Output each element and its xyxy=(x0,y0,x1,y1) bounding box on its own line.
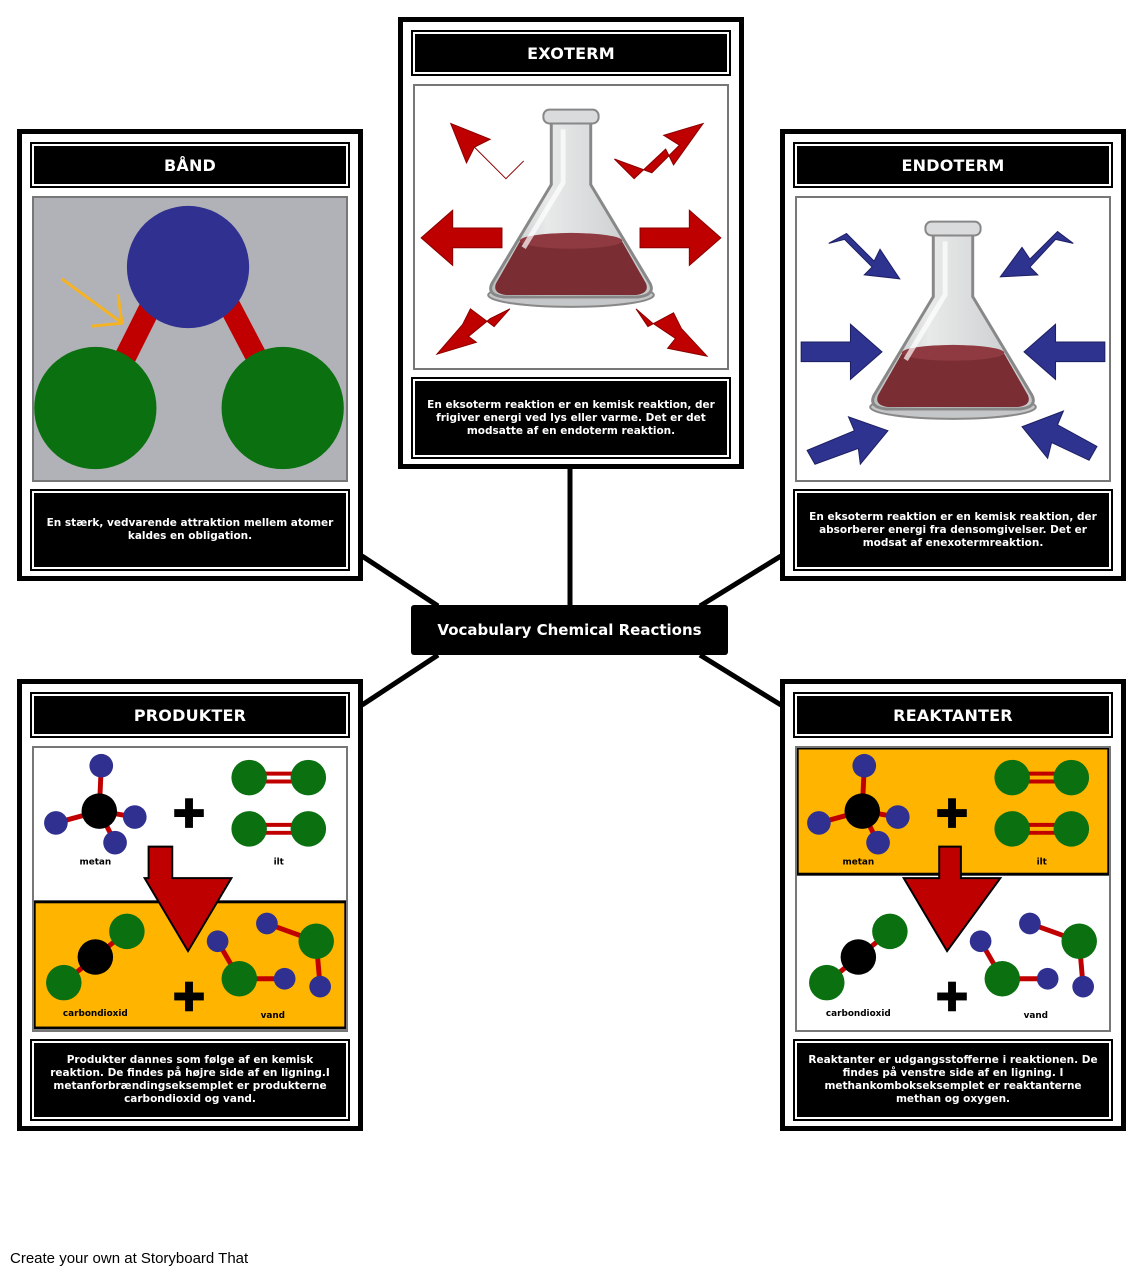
oxygen-molecules xyxy=(994,759,1090,847)
label-oxygen: ilt xyxy=(274,857,285,867)
arrow-in-down-right xyxy=(1021,410,1098,461)
arrow-up-left xyxy=(449,122,525,180)
card-band-description: En stærk, vedvarende attraktion mellem a… xyxy=(30,489,350,571)
card-endoterm: ENDOTERM xyxy=(780,129,1126,581)
arrow-in-up-right xyxy=(999,230,1074,278)
card-reaktanter: REAKTANTER metan xyxy=(780,679,1126,1131)
center-title-box: Vocabulary Chemical Reactions xyxy=(411,605,728,655)
connector-endoterm xyxy=(698,553,783,609)
card-exoterm-title: EXOTERM xyxy=(411,30,731,76)
green-atom-left xyxy=(34,346,157,470)
label-methane: metan xyxy=(842,857,874,867)
arrow-in-right xyxy=(1023,323,1106,381)
methane-molecule xyxy=(807,753,910,855)
label-oxygen: ilt xyxy=(1037,857,1048,867)
water-molecules xyxy=(969,912,1097,998)
card-produkter-description: Produkter dannes som følge af en kemisk … xyxy=(30,1039,350,1121)
card-reaktanter-title: REAKTANTER xyxy=(793,692,1113,738)
card-band-image xyxy=(32,196,348,482)
card-exoterm: EXOTERM xyxy=(398,17,744,469)
connector-reaktanter xyxy=(698,652,783,708)
card-reaktanter-image: metan ilt carbondioxid xyxy=(795,746,1111,1032)
reaction-arrow-icon xyxy=(901,845,1003,953)
plus-icon xyxy=(937,981,967,1012)
co2-molecule xyxy=(809,913,908,1001)
co2-molecule xyxy=(46,913,145,1001)
arrow-down-right xyxy=(635,308,709,357)
card-produkter-image: metan ilt xyxy=(32,746,348,1032)
label-co2: carbondioxid xyxy=(63,1009,128,1019)
methane-molecule xyxy=(44,753,147,855)
label-co2: carbondioxid xyxy=(826,1009,891,1019)
bond-illustration xyxy=(34,205,344,470)
reaction-arrow-icon xyxy=(142,845,234,954)
card-produkter: PRODUKTER metan xyxy=(17,679,363,1131)
flask-icon xyxy=(487,108,655,308)
water-molecules xyxy=(206,912,334,998)
plus-icon xyxy=(937,798,967,828)
card-produkter-title: PRODUKTER xyxy=(30,692,350,738)
methane-combustion-products: metan ilt xyxy=(34,753,346,1030)
card-endoterm-image xyxy=(795,196,1111,482)
arrow-in-left xyxy=(800,323,883,381)
connector-produkter xyxy=(360,652,440,708)
card-exoterm-description: En eksoterm reaktion er en kemisk reakti… xyxy=(411,377,731,459)
oxygen-molecules xyxy=(231,759,327,847)
arrow-in-down-left xyxy=(806,416,889,466)
flask-icon xyxy=(869,220,1037,420)
card-reaktanter-description: Reaktanter er udgangsstofferne i reaktio… xyxy=(793,1039,1113,1121)
green-atom-right xyxy=(221,346,344,470)
outward-arrows-icon xyxy=(420,122,722,357)
label-water: vand xyxy=(1024,1011,1048,1021)
arrow-right xyxy=(639,209,722,267)
methane-combustion-reactants: metan ilt carbondioxid xyxy=(797,748,1109,1021)
arrow-up-right xyxy=(614,122,705,180)
card-endoterm-title: ENDOTERM xyxy=(793,142,1113,188)
card-exoterm-image xyxy=(413,84,729,370)
card-endoterm-description: En eksoterm reaktion er en kemisk reakti… xyxy=(793,489,1113,571)
exothermic-illustration xyxy=(420,108,722,357)
connector-band xyxy=(360,553,440,609)
blue-atom xyxy=(126,205,250,329)
inward-arrows-icon xyxy=(800,230,1106,466)
footer-attribution[interactable]: Create your own at Storyboard That xyxy=(10,1250,249,1267)
arrow-down-left xyxy=(435,308,511,356)
label-methane: metan xyxy=(79,857,111,867)
arrow-left xyxy=(420,209,503,267)
arrow-in-up-left xyxy=(828,232,901,280)
card-band: BÅND En stærk, vedvarende attraktion mel… xyxy=(17,129,363,581)
card-band-title: BÅND xyxy=(30,142,350,188)
plus-icon xyxy=(174,798,204,828)
endothermic-illustration xyxy=(800,220,1106,466)
pointer-arrow-icon xyxy=(60,277,124,328)
plus-icon xyxy=(174,981,204,1012)
label-water: vand xyxy=(261,1011,285,1021)
